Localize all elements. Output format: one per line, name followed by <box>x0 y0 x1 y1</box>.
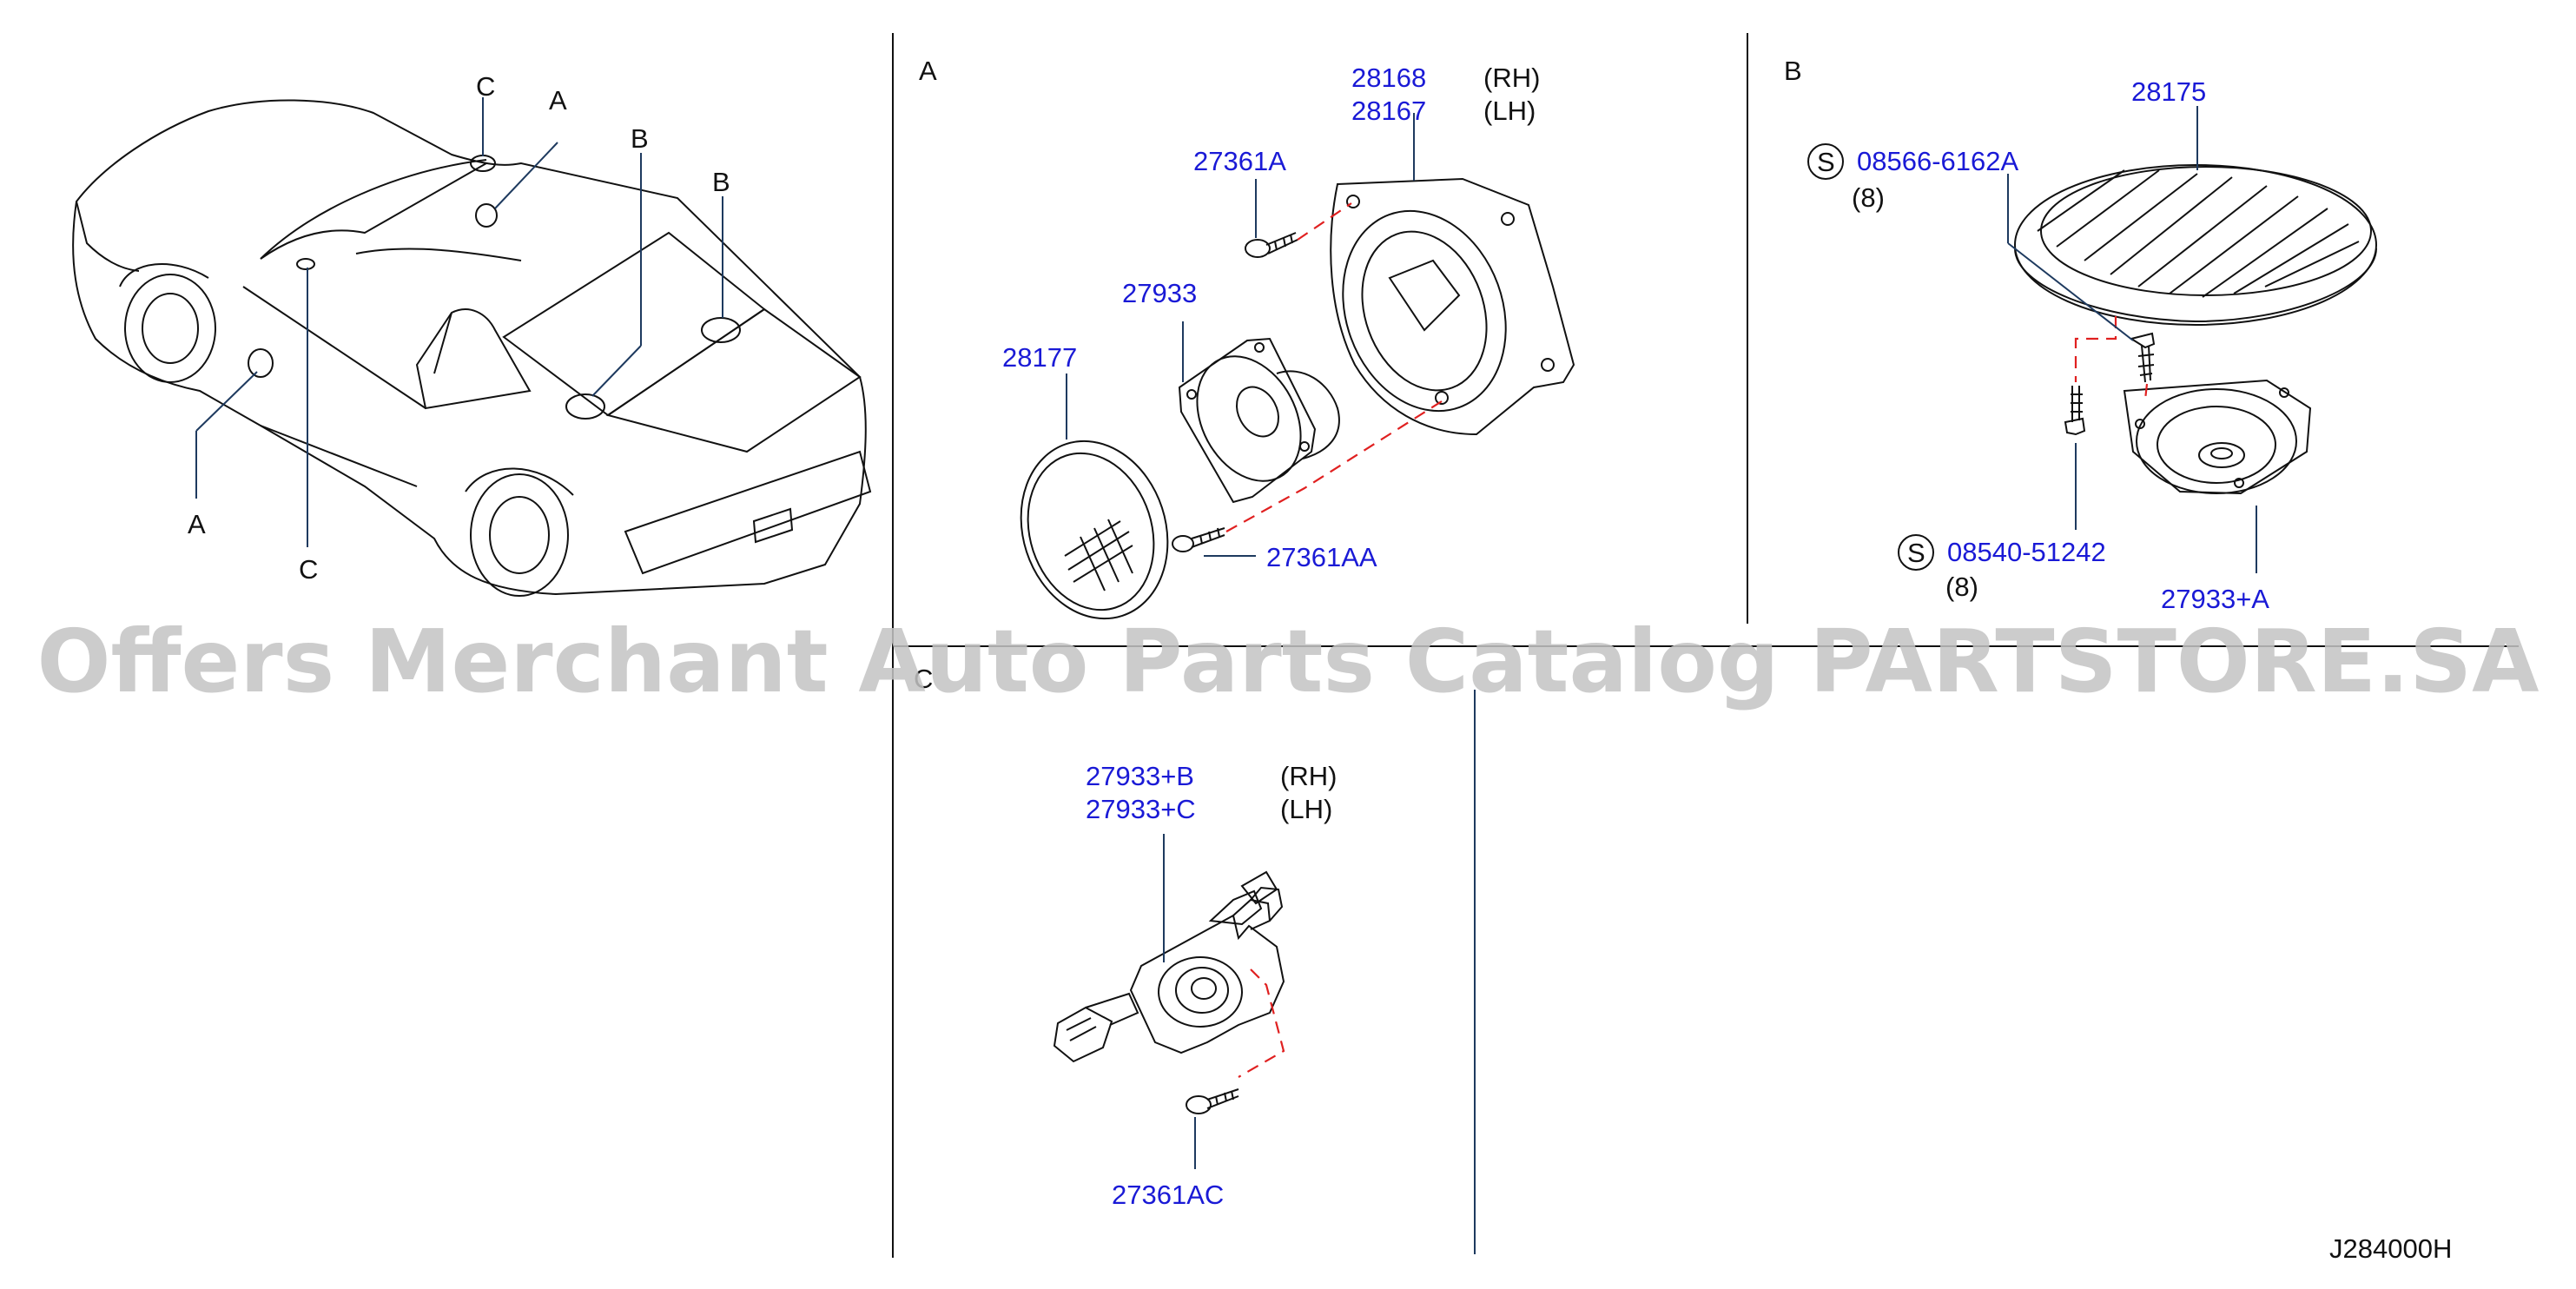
part-28177[interactable]: 28177 <box>1002 342 1077 373</box>
diagram-code: J284000H <box>2329 1233 2452 1264</box>
s-symbol-circle-1 <box>1807 143 1844 180</box>
car-callout-b-right: B <box>712 167 730 197</box>
section-a-drawing <box>1020 177 1575 620</box>
part-08566-6162A[interactable]: 08566-6162A <box>1857 146 2018 176</box>
section-b-leaders <box>2007 106 2257 573</box>
part-27361AC[interactable]: 27361AC <box>1112 1180 1224 1210</box>
part-28168-side: (RH) <box>1483 63 1540 93</box>
part-27933-plus-A[interactable]: 27933+A <box>2161 584 2269 614</box>
section-c-drawing <box>1053 870 1285 1114</box>
part-27933-plus-C-side: (LH) <box>1280 794 1332 824</box>
part-27933[interactable]: 27933 <box>1122 278 1197 308</box>
car-callout-a-door: A <box>188 509 206 539</box>
car-illustration <box>72 99 872 597</box>
part-27361AA[interactable]: 27361AA <box>1266 542 1377 572</box>
part-28168[interactable]: 28168 <box>1351 63 1426 93</box>
section-c-title: C <box>914 664 933 694</box>
part-08566-qty: (8) <box>1852 182 1885 213</box>
part-27361A[interactable]: 27361A <box>1193 146 1286 176</box>
car-callout-c-roof: C <box>476 71 495 102</box>
section-b-dashed-guides <box>2074 316 2149 400</box>
car-callout-b-left: B <box>631 123 649 154</box>
s-symbol-2: S <box>1907 538 1925 568</box>
part-27933-plus-C[interactable]: 27933+C <box>1086 794 1196 824</box>
part-28167[interactable]: 28167 <box>1351 96 1426 126</box>
section-a-dashed-guides <box>1225 202 1443 532</box>
part-28167-side: (LH) <box>1483 96 1536 126</box>
part-08540-qty: (8) <box>1945 572 1978 602</box>
section-b-title: B <box>1784 56 1802 86</box>
part-28175[interactable]: 28175 <box>2131 76 2206 107</box>
car-leader-lines <box>195 97 723 547</box>
section-b-drawing <box>2014 164 2377 495</box>
car-callout-c-pillar: C <box>299 554 318 585</box>
section-a-leaders <box>1066 113 1415 557</box>
part-08540-51242[interactable]: 08540-51242 <box>1947 537 2106 567</box>
section-dividers <box>892 33 2519 1258</box>
part-27933-plus-B-side: (RH) <box>1280 761 1337 791</box>
car-callout-a-roof: A <box>549 85 567 116</box>
watermark-text: Offers Merchant Auto Parts Catalog PARTS… <box>36 611 2539 712</box>
section-c-dashed-guides <box>1238 968 1285 1078</box>
part-27933-plus-B[interactable]: 27933+B <box>1086 761 1194 791</box>
s-symbol-circle-2 <box>1898 534 1934 571</box>
section-a-title: A <box>919 56 937 86</box>
s-symbol-1: S <box>1817 147 1835 177</box>
section-c-leaders <box>1163 834 1196 1169</box>
